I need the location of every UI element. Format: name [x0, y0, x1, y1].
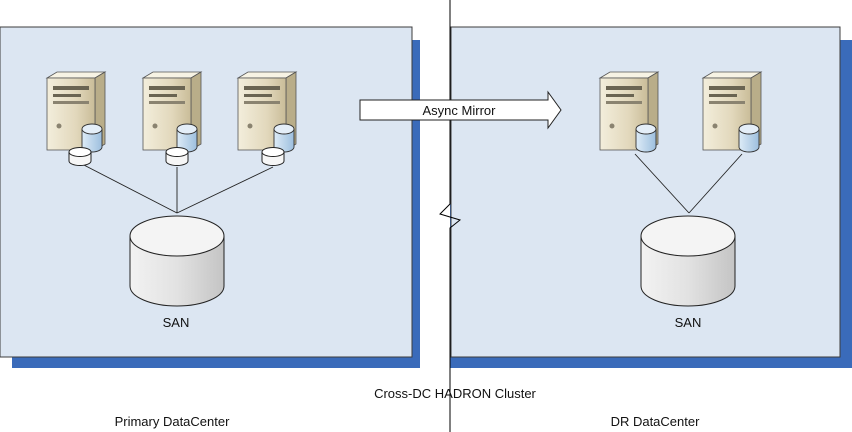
primary-san-label: SAN: [163, 315, 190, 330]
dr-san-cylinder: [640, 215, 736, 307]
cluster-label: Cross-DC HADRON Cluster: [374, 386, 536, 401]
dr-san-label: SAN: [675, 315, 702, 330]
database-icon: [635, 123, 657, 153]
datacenter-divider-line: [439, 0, 462, 432]
async-mirror-label: Async Mirror: [423, 103, 497, 118]
primary-datacenter-label: Primary DataCenter: [115, 414, 231, 429]
dr-connection-lines: [634, 153, 743, 214]
async-mirror-arrow: Async Mirror: [359, 90, 562, 130]
local-disk-icon: [261, 147, 285, 166]
primary-san-cylinder: [129, 215, 225, 307]
dr-server-1: [599, 71, 659, 153]
local-disk-icon: [165, 147, 189, 166]
dr-server-2: [702, 71, 762, 153]
primary-connection-lines: [79, 162, 274, 214]
local-disk-icon: [68, 147, 92, 166]
dr-datacenter-label: DR DataCenter: [611, 414, 701, 429]
database-icon: [738, 123, 760, 153]
